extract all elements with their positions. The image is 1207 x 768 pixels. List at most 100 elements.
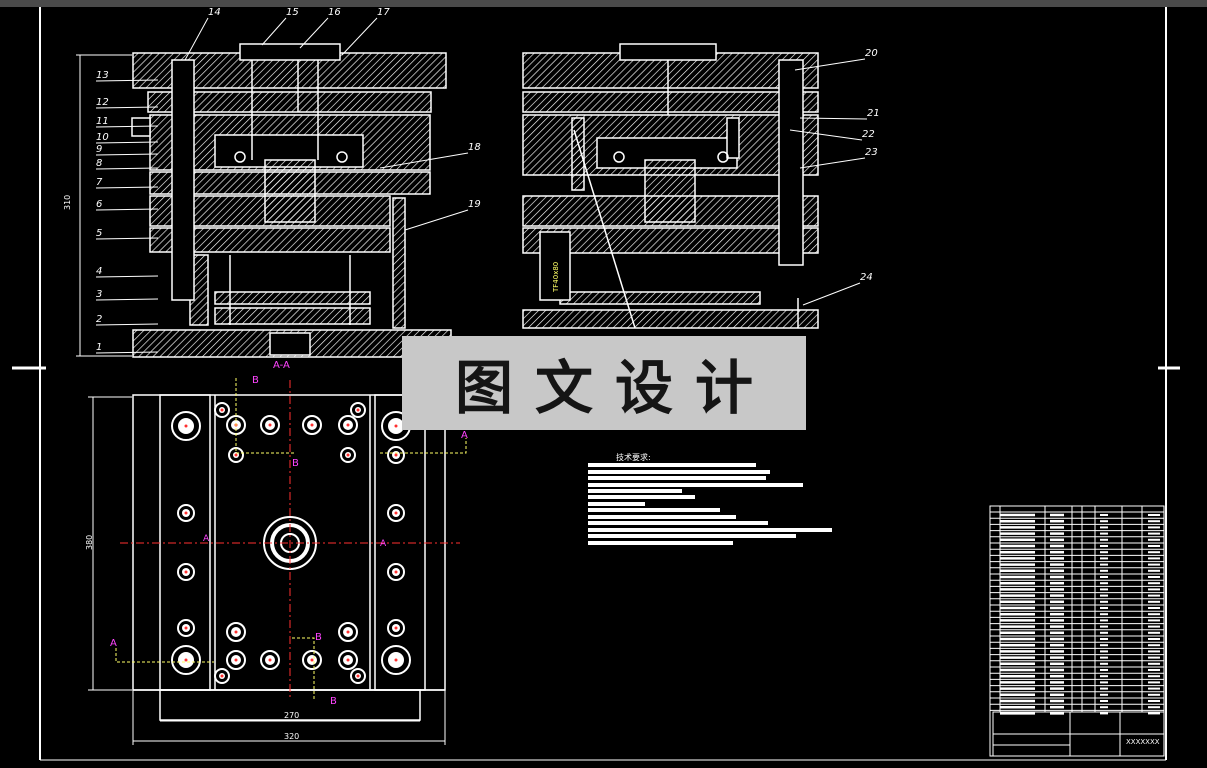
mark-a-3: A xyxy=(203,534,210,544)
callout-s2-leader-4 xyxy=(802,282,861,306)
callout-s2-leader-2 xyxy=(789,129,863,141)
ejector-retainer xyxy=(214,291,371,305)
callout-s2-leader-1 xyxy=(799,117,868,120)
sprue-bushing-flange xyxy=(239,43,341,61)
plan-hole-6 xyxy=(214,668,230,684)
plan-hole-13 xyxy=(260,650,280,670)
locating-block xyxy=(131,117,151,137)
plan-hole-12 xyxy=(226,622,246,642)
callout-left-leader-10 xyxy=(95,125,159,128)
plan-hole-20 xyxy=(177,504,195,522)
callout-s2-leader-3 xyxy=(799,157,866,169)
callout-right-leader-1 xyxy=(404,209,469,231)
plan-hole-center-23 xyxy=(394,511,398,515)
mark-a-4: A xyxy=(380,539,387,549)
parts-list-table xyxy=(989,505,1165,757)
section-label-aa: A-A xyxy=(273,360,290,371)
callout-left-leader-12 xyxy=(95,79,159,82)
drawing-frame xyxy=(12,7,1180,761)
section-markers xyxy=(115,378,467,700)
plan-hole-5 xyxy=(350,402,366,418)
callout-s2-leader-0 xyxy=(794,58,866,71)
plan-hole-center-7 xyxy=(220,674,224,678)
plan-centerlines xyxy=(120,380,460,700)
callout-top-leader-1 xyxy=(261,17,287,46)
plan-hole-center-8 xyxy=(356,674,360,678)
callout-left-number-12: 12 xyxy=(96,97,109,108)
callout-left-number-8: 8 xyxy=(96,158,102,169)
section-view-right xyxy=(522,43,819,329)
plan-hole-16 xyxy=(226,650,246,670)
plan-hole-center-12 xyxy=(346,423,350,427)
callout-right-number-18: 18 xyxy=(468,142,481,153)
plan-hole-center-5 xyxy=(220,408,224,412)
mark-b-1: B xyxy=(252,375,259,386)
plan-hole-center-26 xyxy=(394,626,398,630)
dim-outer-width: 320 xyxy=(284,732,299,741)
tech-requirement-lines xyxy=(588,463,832,545)
plan-dimensions xyxy=(88,396,446,745)
plan-hole-4 xyxy=(214,402,230,418)
plan-hole-22 xyxy=(387,504,405,522)
plan-hole-center-22 xyxy=(184,570,188,574)
mark-a-2: A xyxy=(461,430,468,441)
callout-left-number-7: 7 xyxy=(96,177,103,188)
ejector-plate xyxy=(214,307,371,325)
mark-a-1: A xyxy=(110,638,117,649)
plan-hole-center-24 xyxy=(394,570,398,574)
callout-left-leader-4 xyxy=(95,237,159,240)
callout-left-leader-1 xyxy=(95,323,159,326)
plan-hole-19 xyxy=(340,447,356,463)
plan-hole-23 xyxy=(387,563,405,581)
callout-left-number-6: 6 xyxy=(96,199,102,210)
spring-label: TF40x80 xyxy=(552,262,560,293)
callout-right-leader-0 xyxy=(379,152,469,169)
mark-b-2: B xyxy=(292,458,299,469)
callout-top-number-16: 16 xyxy=(328,7,341,18)
plan-view xyxy=(132,394,446,721)
plan-hole-center-1 xyxy=(184,424,188,428)
dim-height-plan: 380 xyxy=(85,535,94,550)
plan-hole-center-17 xyxy=(234,658,238,662)
plan-hole-3 xyxy=(381,645,411,675)
mark-b-3: B xyxy=(315,632,322,643)
callout-top-leader-3 xyxy=(341,17,378,56)
dim-inner-width: 270 xyxy=(284,711,299,720)
callout-s2-number-24: 24 xyxy=(860,272,873,283)
plan-hole-center-16 xyxy=(346,630,350,634)
plan-hole-center-19 xyxy=(234,453,238,457)
plan-hole-center-27 xyxy=(394,453,398,457)
plan-hole-26 xyxy=(387,446,405,464)
callout-left-number-10: 10 xyxy=(96,132,109,143)
callout-left-leader-5 xyxy=(95,208,159,211)
dim-height-section: 310 xyxy=(63,195,72,210)
plan-hole-10 xyxy=(302,415,322,435)
callout-left-leader-8 xyxy=(95,153,159,156)
callout-left-leader-9 xyxy=(95,141,159,144)
callout-left-number-3: 3 xyxy=(96,289,102,300)
callout-top-leader-2 xyxy=(299,17,329,49)
callout-top-number-14: 14 xyxy=(208,7,221,18)
mark-b-4: B xyxy=(330,696,337,707)
callout-left-number-13: 13 xyxy=(96,70,109,81)
callout-right-number-19: 19 xyxy=(468,199,481,210)
callout-left-number-11: 11 xyxy=(96,116,109,127)
watermark-text: 图文设计 xyxy=(454,354,775,422)
plan-hole-7 xyxy=(350,668,366,684)
plan-hole-center-20 xyxy=(346,453,350,457)
plan-hole-center-15 xyxy=(310,658,314,662)
plan-hole-center-6 xyxy=(356,408,360,412)
sprue-bushing-right xyxy=(619,43,717,61)
callout-left-leader-7 xyxy=(95,167,159,170)
plan-hole-14 xyxy=(302,650,322,670)
plan-hole-center-10 xyxy=(268,423,272,427)
plan-hole-center-13 xyxy=(234,630,238,634)
return-pin xyxy=(392,197,406,329)
watermark-banner: 图文设计 xyxy=(402,336,806,430)
callout-left-leader-6 xyxy=(95,186,159,189)
plan-hole-center-3 xyxy=(184,658,188,662)
plan-hole-15 xyxy=(338,622,358,642)
